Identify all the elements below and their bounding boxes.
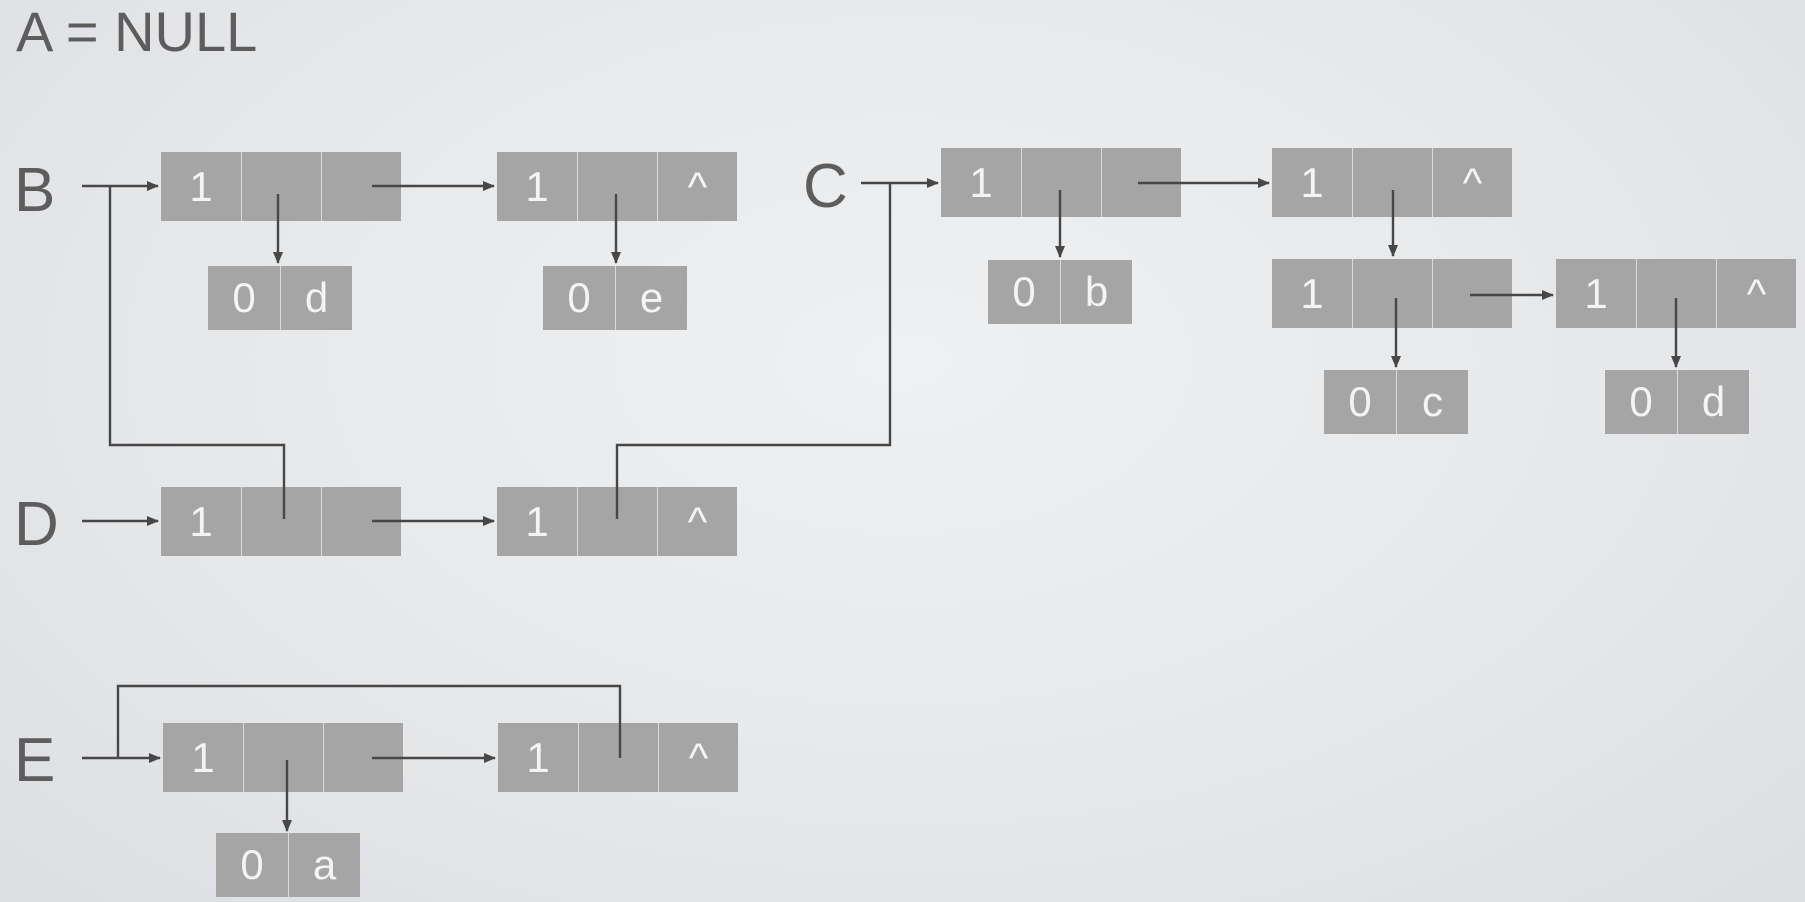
list-label-c: C <box>803 152 848 221</box>
tail-pointer-cell: ^ <box>657 152 737 221</box>
list-node-d1: 1 <box>161 487 401 556</box>
tag-cell: 1 <box>941 148 1021 217</box>
list-label-d: D <box>14 490 59 559</box>
list-node-c4: 1 ^ <box>1556 259 1796 328</box>
tag-cell: 0 <box>988 260 1060 324</box>
tag-cell: 1 <box>161 487 241 556</box>
list-node-d2: 1 ^ <box>497 487 737 556</box>
tag-cell: 1 <box>161 152 241 221</box>
list-node-e2: 1 ^ <box>498 723 738 792</box>
tag-cell: 1 <box>497 152 577 221</box>
head-pointer-cell <box>241 487 321 556</box>
tag-cell: 0 <box>208 266 280 330</box>
page-title: A = NULL <box>16 0 258 63</box>
head-pointer-cell <box>1352 148 1432 217</box>
list-node-e1: 1 <box>163 723 403 792</box>
tag-cell: 0 <box>543 266 615 330</box>
tag-cell: 1 <box>1272 148 1352 217</box>
tail-pointer-cell: ^ <box>657 487 737 556</box>
list-node-b1: 1 <box>161 152 401 221</box>
tail-pointer-cell: ^ <box>1716 259 1796 328</box>
atom-node-d-2: 0 d <box>1605 370 1749 434</box>
head-pointer-cell <box>243 723 323 792</box>
head-pointer-cell <box>578 723 658 792</box>
atom-value-cell: b <box>1060 260 1132 324</box>
atom-value-cell: a <box>288 833 360 897</box>
tail-pointer-cell: ^ <box>658 723 738 792</box>
atom-value-cell: e <box>615 266 687 330</box>
list-node-c2: 1 ^ <box>1272 148 1512 217</box>
arrow-d1-to-b <box>108 186 286 519</box>
arrow-d2-to-c <box>615 183 892 519</box>
tail-pointer-cell <box>321 152 401 221</box>
head-pointer-cell <box>1021 148 1101 217</box>
head-pointer-cell <box>241 152 321 221</box>
tag-cell: 1 <box>1556 259 1636 328</box>
list-node-b2: 1 ^ <box>497 152 737 221</box>
atom-node-d: 0 d <box>208 266 352 330</box>
tag-cell: 1 <box>497 487 577 556</box>
atom-value-cell: d <box>1677 370 1749 434</box>
list-label-b: B <box>14 156 56 225</box>
atom-node-e: 0 e <box>543 266 687 330</box>
tail-pointer-cell <box>323 723 403 792</box>
tag-cell: 1 <box>163 723 243 792</box>
head-pointer-cell <box>1352 259 1432 328</box>
tail-pointer-cell: ^ <box>1432 148 1512 217</box>
tag-cell: 0 <box>1605 370 1677 434</box>
atom-value-cell: c <box>1396 370 1468 434</box>
tag-cell: 0 <box>1324 370 1396 434</box>
tail-pointer-cell <box>1101 148 1181 217</box>
list-label-e: E <box>14 726 56 795</box>
atom-node-b: 0 b <box>988 260 1132 324</box>
atom-value-cell: d <box>280 266 352 330</box>
atom-node-a: 0 a <box>216 833 360 897</box>
atom-node-c: 0 c <box>1324 370 1468 434</box>
tag-cell: 1 <box>1272 259 1352 328</box>
head-pointer-cell <box>577 152 657 221</box>
tag-cell: 0 <box>216 833 288 897</box>
list-node-c3: 1 <box>1272 259 1512 328</box>
tail-pointer-cell <box>1432 259 1512 328</box>
head-pointer-cell <box>577 487 657 556</box>
list-node-c1: 1 <box>941 148 1181 217</box>
head-pointer-cell <box>1636 259 1716 328</box>
tag-cell: 1 <box>498 723 578 792</box>
tail-pointer-cell <box>321 487 401 556</box>
